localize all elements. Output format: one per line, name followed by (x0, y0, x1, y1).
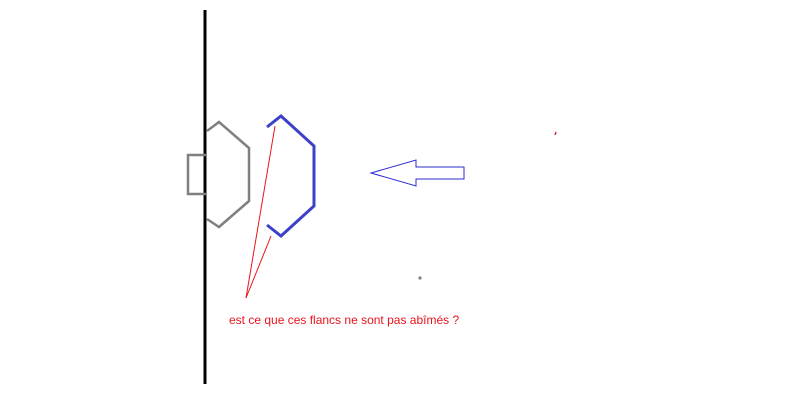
leader-line-lower (245, 235, 272, 299)
stray-dot (418, 276, 422, 280)
stray-red-mark (554, 131, 557, 136)
leader-line-upper (245, 125, 276, 299)
fixed-part-outline (206, 120, 251, 229)
direction-arrow (369, 159, 465, 187)
moving-part-outline (266, 114, 316, 238)
annotation-text: est ce que ces flancs ne sont pas abîmés… (229, 313, 460, 327)
wall-tab (186, 153, 207, 196)
